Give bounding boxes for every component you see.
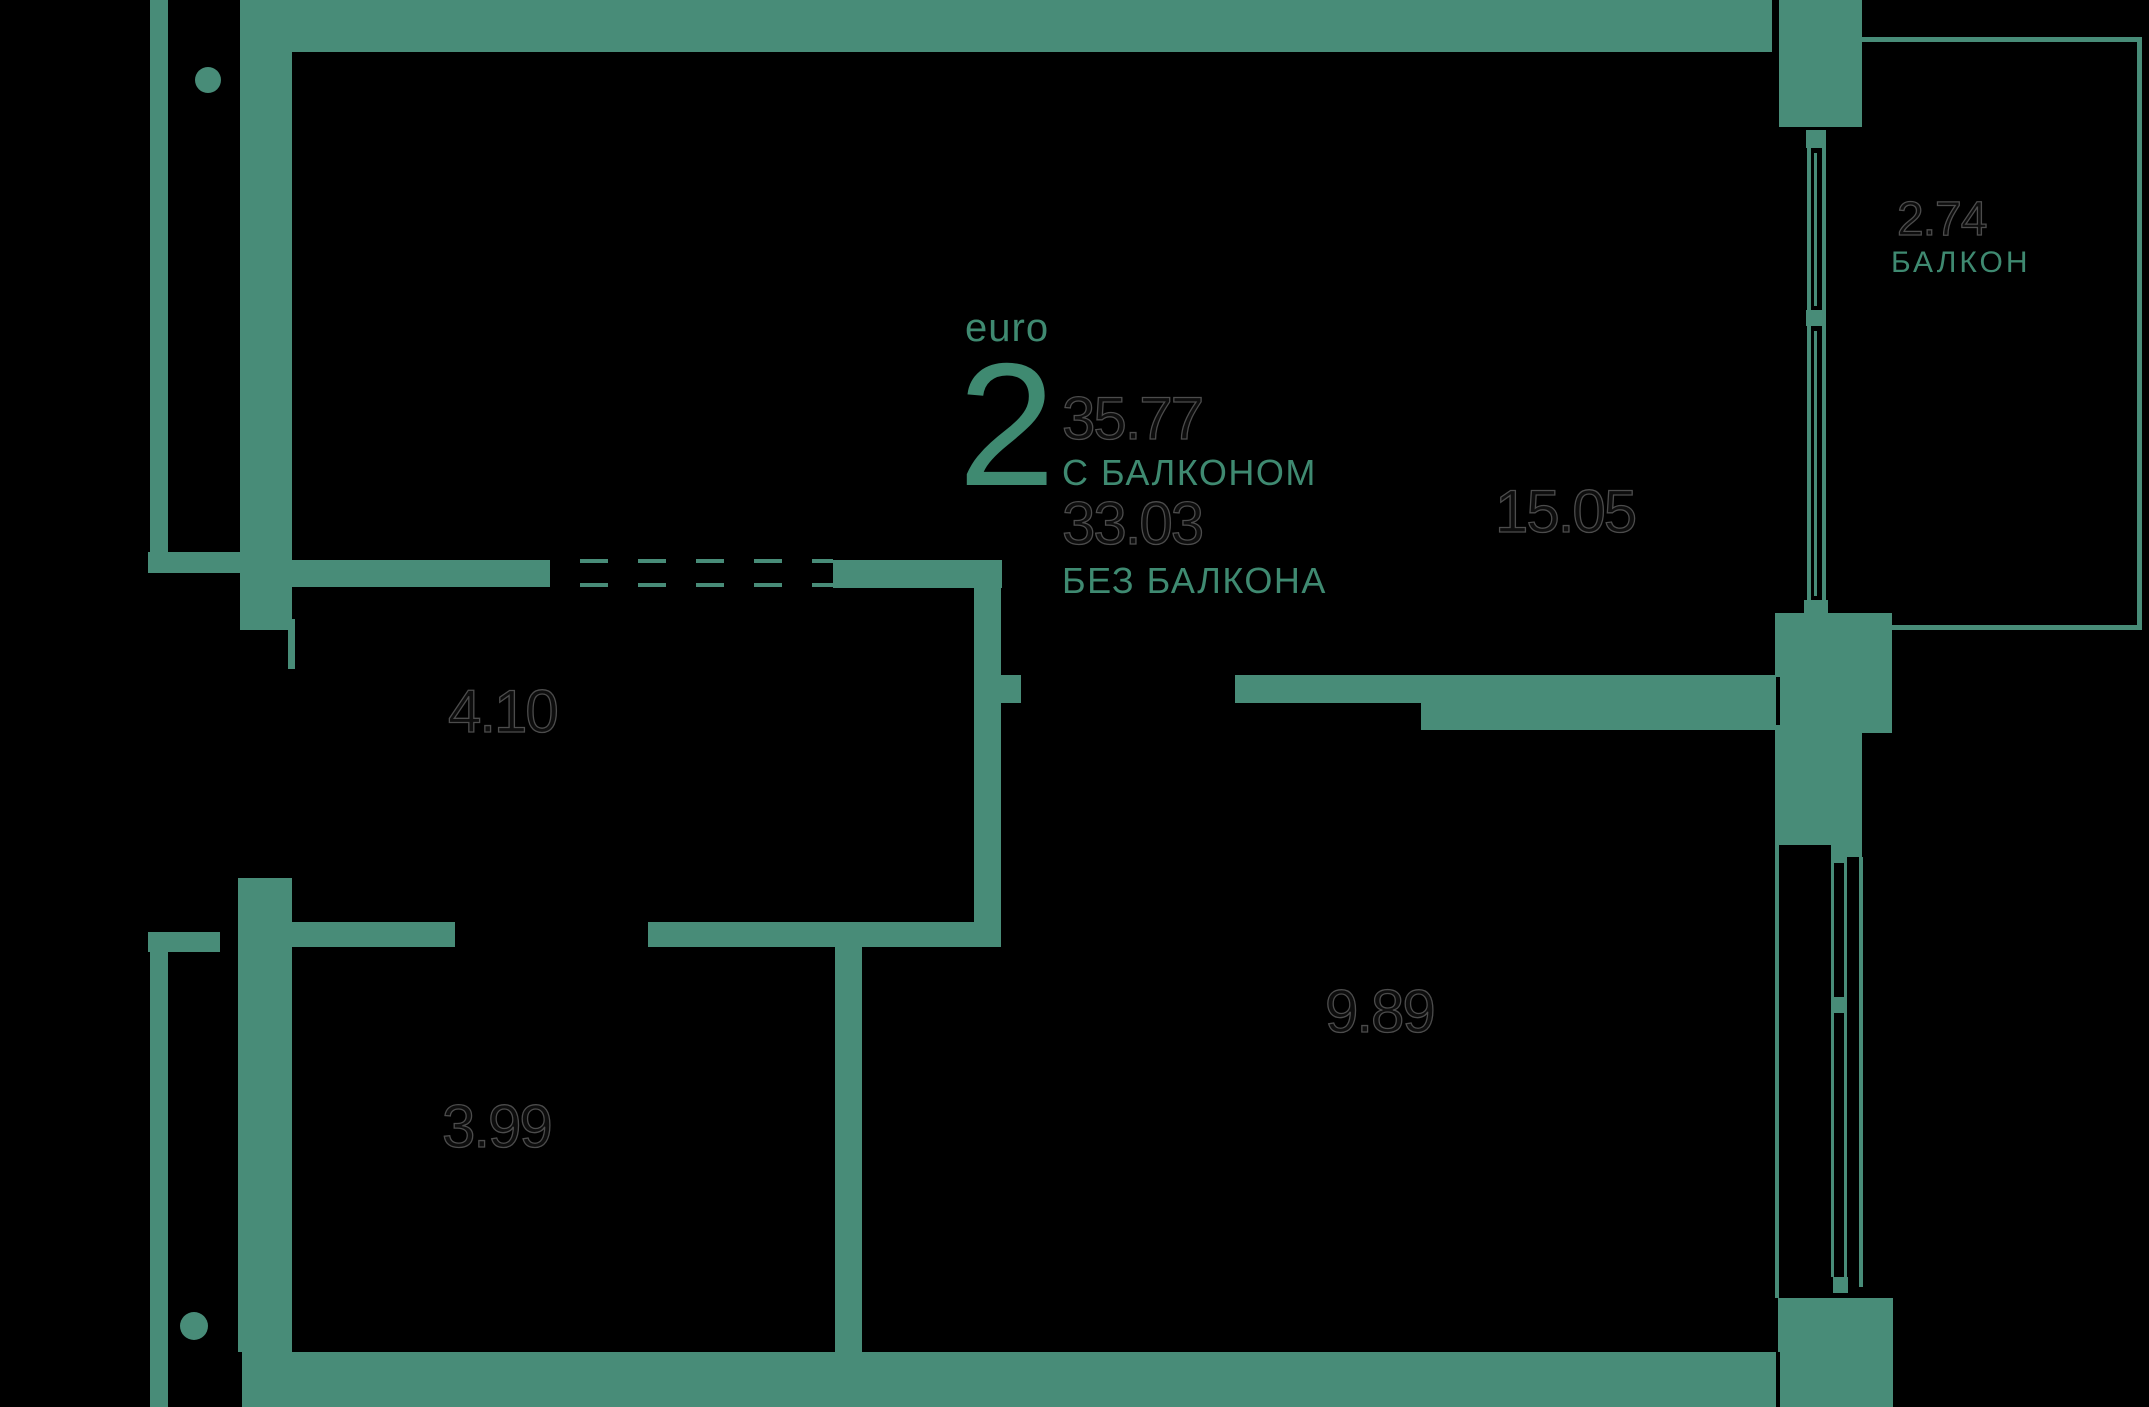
window-upper-frame-right-2 [1822, 326, 1826, 600]
room-area-living: 15.05 [1494, 478, 1637, 545]
window-upper-frame-right-1 [1822, 148, 1826, 310]
wall-corner-block-top-right [1779, 0, 1862, 127]
wall-hall-top-right [833, 560, 1002, 588]
window-lower-glazing-left [1831, 863, 1834, 1277]
dashed-opening-bottom-line [550, 583, 833, 587]
wall-storage-top-right [648, 922, 975, 947]
wall-door-tab [1000, 675, 1021, 703]
entry-door-jamb [288, 619, 295, 669]
wall-right-bottom-block [1778, 1298, 1893, 1407]
facade-connector-left [148, 552, 240, 573]
area-without-balcony-value: 33.03 [1061, 490, 1204, 557]
window-upper-top-block [1806, 130, 1826, 148]
column-marker-dot-top [195, 67, 221, 93]
window-lower-mid-sill [1831, 997, 1847, 1013]
balcony-outline-bottom [1862, 625, 2142, 630]
wall-left-lower [238, 878, 292, 1352]
window-upper-divider [1806, 310, 1826, 326]
balcony-outline-right [2137, 37, 2142, 630]
wall-hall-top-left [240, 560, 550, 587]
wall-right-mid [1775, 733, 1862, 845]
window-lower-top-block [1831, 845, 1847, 863]
wall-bottom [242, 1352, 1778, 1407]
wall-right-junction-block [1775, 613, 1892, 733]
balcony-name-label: БАЛКОН [1891, 246, 2031, 279]
wall-joint-line-right [1776, 677, 1780, 725]
room-area-bedroom: 9.89 [1324, 978, 1436, 1045]
window-lower-tail-block [1847, 845, 1862, 857]
window-lower-glazing-right [1844, 863, 1847, 1277]
balcony-outline-top [1862, 37, 2142, 42]
wall-hall-right [974, 560, 1001, 947]
column-marker-dot-bottom [180, 1312, 208, 1340]
window-lower-bottom-block [1833, 1277, 1848, 1293]
wall-top [240, 0, 1772, 52]
window-lower-frame-left [1775, 845, 1779, 1298]
room-area-hall: 4.10 [447, 678, 559, 745]
window-upper-frame-left-2 [1807, 326, 1811, 600]
facade-strip-bottom-left [150, 932, 168, 1407]
balcony-area-value: 2.74 [1896, 193, 1988, 246]
dashed-opening-top-line [550, 559, 833, 563]
window-upper-glazing-1 [1814, 153, 1817, 306]
wall-joint-line-bottom [1776, 1352, 1780, 1407]
window-lower-frame-right [1859, 857, 1863, 1287]
area-without-balcony-caption: БЕЗ БАЛКОНА [1062, 560, 1327, 601]
wall-left-upper [240, 0, 292, 630]
plan-type-label: euro [965, 306, 1050, 350]
wall-bedroom-top-thin [1235, 675, 1421, 703]
area-with-balcony-value: 35.77 [1061, 385, 1204, 452]
window-upper-frame-left-1 [1807, 148, 1811, 310]
wall-storage-right [835, 922, 862, 1352]
room-area-storage: 3.99 [441, 1093, 553, 1160]
facade-strip-top-left [150, 0, 168, 573]
facade-connector-bottom-left [148, 932, 220, 952]
window-upper-glazing-2 [1814, 331, 1817, 596]
area-with-balcony-caption: С БАЛКОНОМ [1062, 452, 1317, 493]
wall-bedroom-top-thick [1421, 675, 1775, 730]
rooms-count-label: 2 [958, 328, 1055, 523]
window-upper-bottom-block [1804, 600, 1828, 622]
wall-storage-top-left [292, 922, 455, 947]
